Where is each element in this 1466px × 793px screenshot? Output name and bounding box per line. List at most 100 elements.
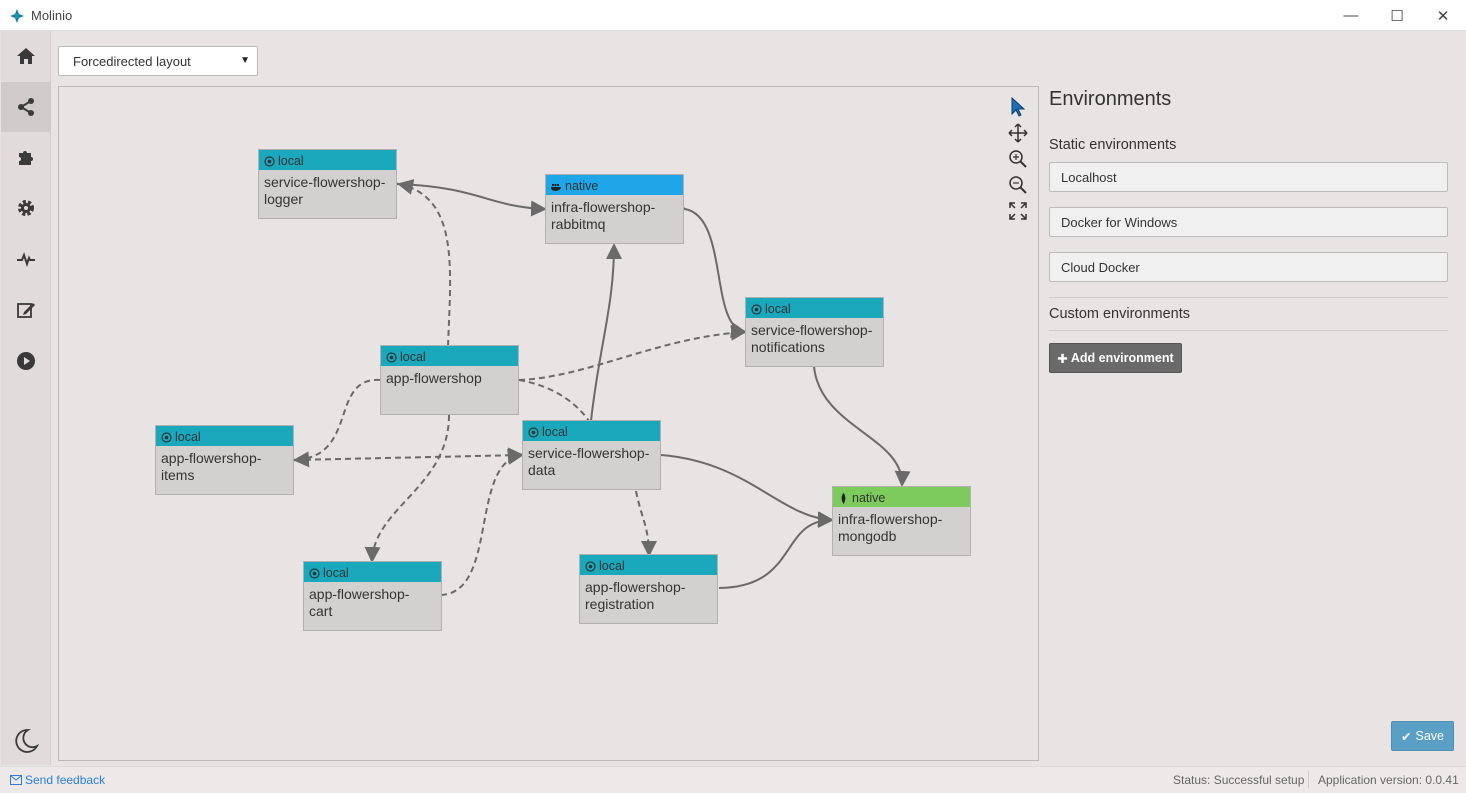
- zoom-in-icon[interactable]: [1008, 149, 1028, 169]
- edge-app-logger: [397, 179, 452, 347]
- graph-node-data[interactable]: local service-flowershop- data: [522, 420, 661, 490]
- node-env-badge: local: [304, 562, 441, 582]
- status-bar: Send feedback Status: Successful setup A…: [0, 766, 1466, 793]
- local-env-icon: [528, 426, 539, 438]
- node-env-badge: native: [833, 487, 970, 507]
- node-name: infra-flowershop- mongodb: [838, 511, 943, 544]
- graph-node-logger[interactable]: local service-flowershop- logger: [258, 149, 397, 219]
- node-env-label: local: [542, 425, 568, 439]
- sidebar: [1, 31, 51, 765]
- edge-logger-rabbitmq: [383, 175, 547, 217]
- node-name: app-flowershop- registration: [585, 579, 686, 612]
- local-env-icon: [309, 567, 320, 579]
- edge-data-registration: [635, 490, 657, 557]
- edge-items-data: [280, 447, 524, 469]
- graph-edges: [280, 175, 911, 596]
- home-icon: [17, 48, 35, 64]
- zoom-out-icon[interactable]: [1008, 175, 1028, 195]
- status-text: Status: Successful setup: [1173, 773, 1305, 787]
- edge-app-data: [518, 379, 590, 422]
- play-icon: [17, 352, 35, 370]
- close-icon: ✕: [1436, 7, 1450, 25]
- graph-node-registration[interactable]: local app-flowershop- registration: [579, 554, 718, 624]
- mongodb-leaf-icon: [841, 492, 846, 504]
- node-env-label: local: [599, 559, 625, 573]
- puzzle-icon: [19, 151, 33, 165]
- check-icon: ✔: [1401, 729, 1412, 744]
- graph-node-notifications[interactable]: local service-flowershop- notifications: [745, 297, 884, 367]
- chevron-down-icon: ▼: [240, 55, 250, 66]
- window-title: Molinio: [31, 8, 73, 23]
- node-name: service-flowershop- notifications: [751, 322, 873, 355]
- node-name: service-flowershop- data: [528, 445, 650, 478]
- graph-node-mongodb[interactable]: native infra-flowershop- mongodb: [832, 486, 971, 556]
- node-env-badge: local: [580, 555, 717, 575]
- close-button[interactable]: ✕: [1420, 0, 1466, 31]
- static-environments-title: Static environments: [1049, 137, 1177, 153]
- node-env-label: local: [765, 302, 791, 316]
- pointer-icon[interactable]: [1008, 97, 1028, 117]
- node-env-label: native: [565, 179, 599, 193]
- node-env-label: local: [323, 566, 349, 580]
- graph-canvas[interactable]: local service-flowershop- logger native …: [58, 86, 1039, 761]
- node-env-label: native: [852, 491, 886, 505]
- maximize-icon: ☐: [1390, 7, 1404, 25]
- moon-icon: [15, 729, 39, 753]
- send-feedback-label: Send feedback: [25, 773, 106, 787]
- node-env-badge: local: [381, 346, 518, 366]
- maximize-button[interactable]: ☐: [1374, 0, 1420, 31]
- pulse-icon: [17, 252, 35, 268]
- edge-registration-mongodb: [718, 512, 834, 589]
- send-feedback-link[interactable]: Send feedback: [10, 773, 105, 787]
- minimize-button[interactable]: —: [1328, 0, 1374, 31]
- save-button[interactable]: ✔ Save: [1391, 721, 1454, 751]
- environment-localhost[interactable]: Localhost: [1049, 162, 1448, 192]
- environment-cloud-docker[interactable]: Cloud Docker: [1049, 252, 1448, 282]
- edge-app-cart: [364, 414, 450, 563]
- local-env-icon: [264, 155, 275, 167]
- node-env-badge: local: [523, 421, 660, 441]
- node-name: app-flowershop- cart: [309, 586, 410, 619]
- version-text: Application version: 0.0.41: [1318, 773, 1459, 787]
- minimize-icon: —: [1343, 7, 1359, 24]
- custom-environments-title: Custom environments: [1049, 306, 1191, 322]
- node-env-badge: native: [546, 175, 683, 195]
- node-name: app-flowershop- items: [161, 450, 262, 483]
- graph-node-items[interactable]: local app-flowershop- items: [155, 425, 294, 495]
- node-env-label: local: [278, 154, 304, 168]
- local-env-icon: [751, 303, 762, 315]
- graph-node-cart[interactable]: local app-flowershop- cart: [303, 561, 442, 631]
- sidebar-item-settings[interactable]: [1, 183, 51, 233]
- node-env-label: local: [175, 430, 201, 444]
- local-env-icon: [386, 351, 397, 363]
- sidebar-item-monitor[interactable]: [1, 234, 51, 284]
- edge-rabbitmq-notifications: [669, 198, 747, 338]
- sidebar-item-edit[interactable]: [1, 285, 51, 335]
- add-environment-button[interactable]: ✚ Add environment: [1049, 343, 1182, 373]
- graph-node-rabbitmq[interactable]: native infra-flowershop- rabbitmq: [545, 174, 684, 244]
- edge-cart-data: [440, 448, 524, 596]
- local-env-icon: [161, 431, 172, 443]
- move-icon[interactable]: [1008, 123, 1028, 143]
- environments-title: Environments: [1049, 88, 1172, 110]
- sidebar-item-plugins[interactable]: [1, 132, 51, 182]
- sidebar-item-home[interactable]: [1, 31, 51, 81]
- layout-select[interactable]: Forcedirected layout ▼: [58, 46, 258, 76]
- node-name: app-flowershop: [386, 370, 482, 386]
- edge-data-mongodb: [660, 454, 834, 528]
- sidebar-item-graph[interactable]: [1, 82, 51, 132]
- docker-icon: [551, 183, 561, 191]
- fit-screen-icon[interactable]: [1008, 201, 1028, 221]
- theme-toggle[interactable]: [1, 716, 51, 766]
- node-name: infra-flowershop- rabbitmq: [551, 199, 656, 232]
- node-env-badge: local: [156, 426, 293, 446]
- share-icon: [18, 98, 34, 116]
- title-bar: Molinio — ☐ ✕: [0, 0, 1466, 31]
- node-env-label: local: [400, 350, 426, 364]
- node-env-badge: local: [259, 150, 396, 170]
- sidebar-item-run[interactable]: [1, 336, 51, 386]
- edge-app-items: [293, 378, 381, 468]
- graph-node-app[interactable]: local app-flowershop: [380, 345, 519, 415]
- environment-docker-for-windows[interactable]: Docker for Windows: [1049, 207, 1448, 237]
- envelope-icon: [10, 775, 22, 785]
